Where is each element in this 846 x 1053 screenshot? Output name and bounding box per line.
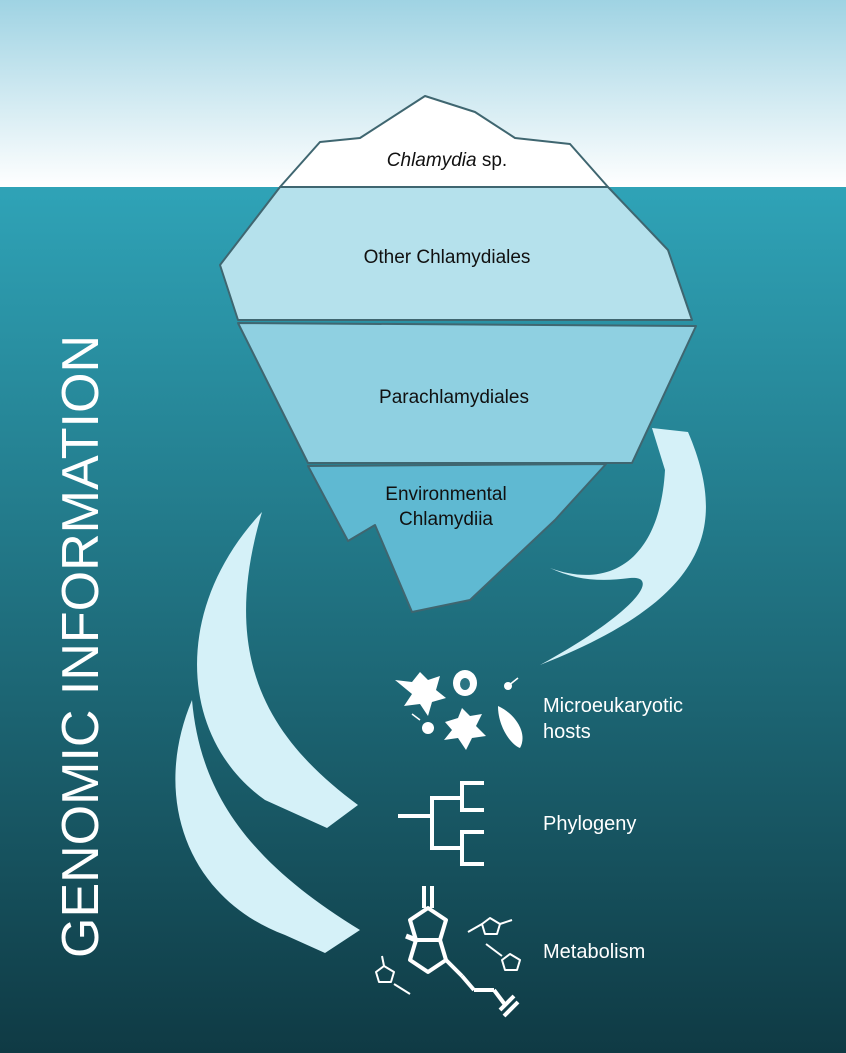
molecule-icon: [375, 886, 521, 1018]
vertical-title: GENOMIC INFORMATION: [52, 335, 110, 958]
arrows: [175, 428, 706, 953]
insight-label-metabolism: Metabolism: [543, 941, 645, 963]
arrow-from-microeukaryotes: [540, 428, 706, 665]
iceberg-layer-environmental-chlamydiia: [307, 463, 607, 613]
insight-label-phylogeny: Phylogeny: [543, 813, 636, 835]
iceberg-layer-label-2: Parachlamydiales: [379, 387, 529, 408]
phylogenetic-tree-icon: [398, 781, 484, 866]
iceberg-layer-label-1: Other Chlamydiales: [364, 247, 531, 268]
iceberg-tip-label: Chlamydia sp.: [387, 150, 507, 171]
arrow-to-phylogeny: [197, 512, 358, 828]
iceberg-layer-parachlamydiales: [237, 322, 697, 464]
iceberg: [219, 95, 697, 613]
iceberg-tip: [279, 95, 609, 188]
microeukaryote-icon: [395, 670, 523, 750]
arrow-to-metabolism: [175, 700, 360, 953]
iceberg-layer-other-chlamydiales: [219, 186, 693, 321]
